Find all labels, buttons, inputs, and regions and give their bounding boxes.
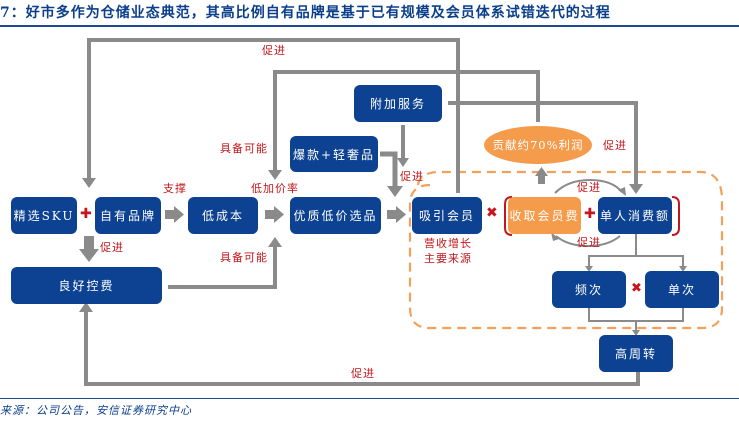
node-profit-contribution: 贡献约70%利润 <box>484 126 592 164</box>
label-low-markup: 低加价率 <box>251 182 299 195</box>
membership-region-border <box>408 170 724 330</box>
arrow-shaft <box>538 174 545 184</box>
arrow-shaft <box>387 210 397 219</box>
node-high-turnover: 高周转 <box>599 335 673 372</box>
loop-turnover-to-cost-control <box>84 310 640 386</box>
arrow-shaft <box>84 236 94 250</box>
node-quality-low-price: 优质低价选品 <box>290 197 381 234</box>
value-added-to-per-spend <box>448 101 638 186</box>
node-hot-luxury: 爆款+轻奢品 <box>290 136 378 172</box>
arrowhead <box>174 206 184 223</box>
arrow-shaft <box>165 210 175 219</box>
times-icon: ✖ <box>486 205 498 221</box>
source-rule <box>0 398 739 399</box>
node-low-cost: 低成本 <box>188 197 258 234</box>
arrowhead <box>82 178 96 188</box>
bracket-left <box>504 196 513 236</box>
cycle-arrow-bottom <box>555 235 621 248</box>
arrowhead <box>396 206 406 223</box>
hot-luxury-to-quality <box>380 151 398 188</box>
plus-icon: ✚ <box>584 206 596 222</box>
cost-control-to-quality <box>168 245 277 289</box>
node-select-sku: 精选SKU <box>11 197 77 234</box>
loop-members-to-sku <box>87 38 460 193</box>
source-note: 来源：公司公告，安信证券研究中心 <box>0 404 192 417</box>
loop-profit-to-quality <box>273 70 540 172</box>
arrowhead <box>397 158 409 167</box>
label-promote-cycle-bottom: 促进 <box>577 236 601 249</box>
node-frequency: 频次 <box>552 271 626 308</box>
arrow-shaft <box>265 210 275 219</box>
arrowhead <box>79 249 99 262</box>
arrowhead <box>79 302 93 312</box>
node-cost-control: 良好控费 <box>11 267 162 304</box>
arrowhead <box>268 237 282 247</box>
label-possible-top: 具备可能 <box>220 142 268 155</box>
arrowhead <box>268 170 282 180</box>
label-promote-mid: 促进 <box>400 170 424 183</box>
label-promote-bottom: 促进 <box>351 367 375 380</box>
figure-title: 7：好市多作为仓储业态典范，其高比例自有品牌是基于已有规模及会员体系试错迭代的过… <box>0 5 611 21</box>
arrowhead <box>629 184 643 194</box>
label-support: 支撑 <box>163 182 187 195</box>
label-possible-bottom: 具备可能 <box>220 251 268 264</box>
arrowhead <box>535 167 548 176</box>
label-revenue-line1: 营收增长 <box>424 237 472 250</box>
plus-icon: ✚ <box>80 206 92 222</box>
title-rule <box>0 25 739 27</box>
label-promote-left: 促进 <box>100 241 124 254</box>
arrowhead <box>274 206 284 223</box>
arrowhead <box>387 186 403 197</box>
label-promote-top: 促进 <box>262 44 286 57</box>
cycle-arrow-top <box>554 178 623 194</box>
node-membership-fee: 收取会员费 <box>508 197 581 234</box>
node-private-brand: 自有品牌 <box>95 197 161 234</box>
label-promote-right: 促进 <box>603 139 627 152</box>
bracket-right <box>671 196 680 236</box>
label-revenue-line2: 主要来源 <box>424 252 472 265</box>
node-per-ticket: 单次 <box>645 271 719 308</box>
times-icon: ✖ <box>631 281 642 296</box>
node-attract-members: 吸引会员 <box>412 197 482 234</box>
node-per-spend: 单人消费额 <box>598 197 672 234</box>
label-promote-cycle-top: 促进 <box>577 181 601 194</box>
node-value-added-services: 附加服务 <box>354 85 442 122</box>
